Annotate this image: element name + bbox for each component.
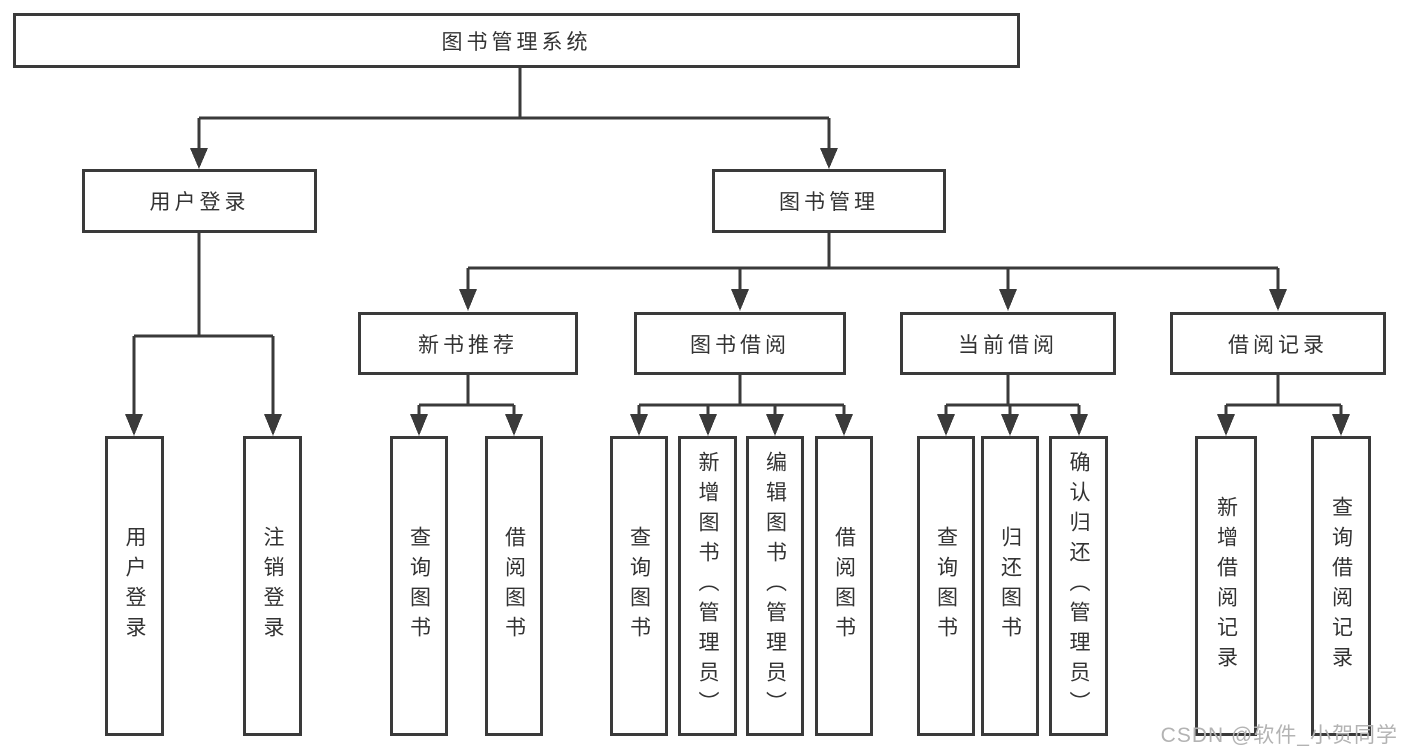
- node-borrow-records: 借阅记录: [1170, 312, 1386, 375]
- arrowhead: [731, 289, 749, 311]
- arrowhead: [1332, 414, 1350, 436]
- node-root-system: 图书管理系统: [13, 13, 1020, 68]
- connector-user-login: [132, 233, 275, 414]
- connector-borrow-records: [1224, 375, 1343, 414]
- arrowhead: [820, 148, 838, 169]
- node-current-borrow: 当前借阅: [900, 312, 1116, 375]
- arrowhead: [699, 414, 717, 436]
- node-leaf-user-login: 用户登录: [105, 436, 164, 736]
- connector-book-borrow: [637, 375, 846, 414]
- node-new-book-recommend: 新书推荐: [358, 312, 578, 375]
- connector-root: [197, 68, 831, 148]
- connector-current-borrow: [944, 375, 1081, 414]
- node-leaf-return-books: 归还图书: [981, 436, 1039, 736]
- node-leaf-borrow-books-recommend: 借阅图书: [485, 436, 543, 736]
- connector-new-books: [417, 375, 516, 414]
- node-book-borrow: 图书借阅: [634, 312, 846, 375]
- node-leaf-logout: 注销登录: [243, 436, 302, 736]
- watermark-csdn: CSDN @软件_小贺同学: [1160, 724, 1398, 747]
- node-book-management: 图书管理: [712, 169, 946, 233]
- arrowhead: [937, 414, 955, 436]
- node-leaf-confirm-return-admin: 确认归还（管理员）: [1049, 436, 1108, 736]
- connector-book-management: [466, 233, 1280, 289]
- node-leaf-query-borrow-record: 查询借阅记录: [1311, 436, 1371, 736]
- node-leaf-query-books-current: 查询图书: [917, 436, 975, 736]
- arrowhead: [999, 289, 1017, 311]
- node-leaf-add-books-admin: 新增图书（管理员）: [678, 436, 737, 736]
- arrowhead: [264, 414, 282, 436]
- arrowhead: [1217, 414, 1235, 436]
- node-leaf-borrow-books: 借阅图书: [815, 436, 873, 736]
- arrowhead: [459, 289, 477, 311]
- node-leaf-query-books-recommend: 查询图书: [390, 436, 448, 736]
- arrowhead: [1269, 289, 1287, 311]
- arrowhead: [1070, 414, 1088, 436]
- arrowhead: [125, 414, 143, 436]
- arrowhead: [835, 414, 853, 436]
- arrowhead: [410, 414, 428, 436]
- node-leaf-add-borrow-record: 新增借阅记录: [1195, 436, 1257, 736]
- arrowhead: [766, 414, 784, 436]
- node-user-login: 用户登录: [82, 169, 317, 233]
- arrowhead: [190, 148, 208, 169]
- arrowhead: [630, 414, 648, 436]
- node-leaf-edit-books-admin: 编辑图书（管理员）: [746, 436, 804, 736]
- node-leaf-query-books-borrow: 查询图书: [610, 436, 668, 736]
- arrowhead: [505, 414, 523, 436]
- arrowhead: [1001, 414, 1019, 436]
